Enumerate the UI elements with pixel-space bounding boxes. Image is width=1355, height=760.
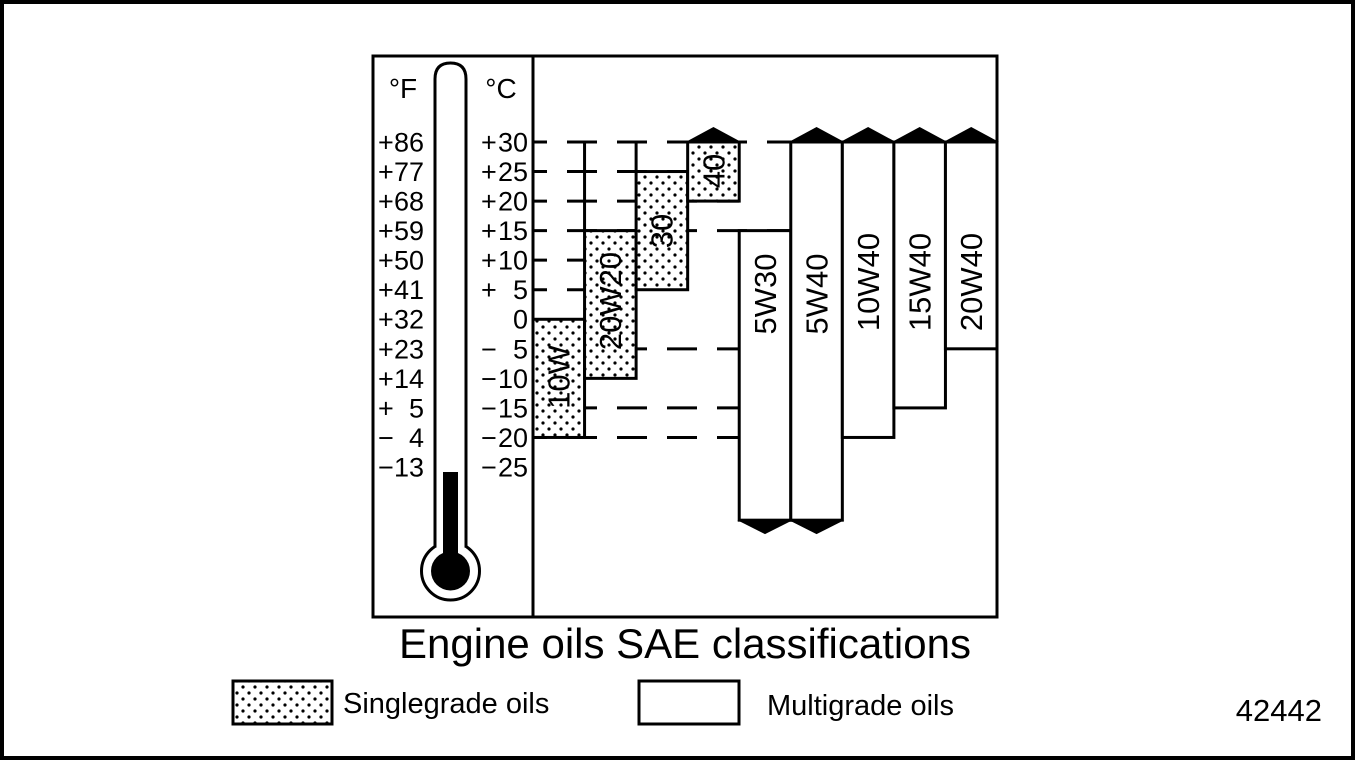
c-scale-value-25: 25	[498, 157, 528, 187]
c-scale-sign--20: −	[481, 423, 497, 453]
f-scale-value--10: 14	[394, 364, 424, 394]
c-scale-sign-30: +	[481, 127, 497, 157]
c-scale-sign-5: +	[481, 275, 497, 305]
oil-bar-30	[634, 170, 690, 292]
oil-bar-label-20W20: 20W20	[593, 252, 628, 350]
f-scale-value-15: 59	[394, 216, 424, 246]
oil-bar-label-30: 30	[645, 214, 680, 248]
f-scale-value--20: 4	[409, 423, 424, 453]
f-scale-sign-5: +	[378, 275, 394, 305]
c-scale-value-0: 0	[513, 305, 528, 335]
c-scale-sign--25: −	[481, 452, 497, 482]
figure-number: 42442	[1236, 693, 1322, 728]
oil-bar-10W	[531, 317, 587, 439]
f-scale-sign-30: +	[378, 127, 394, 157]
f-scale-value--5: 23	[394, 334, 424, 364]
f-scale-value-10: 50	[394, 246, 424, 276]
oil-bar-label-40: 40	[696, 154, 731, 188]
legend-singlegrade-swatch	[231, 679, 334, 726]
arrow-down-icon-5W40	[788, 520, 845, 535]
c-scale-sign-20: +	[481, 187, 497, 217]
c-scale-sign-10: +	[481, 246, 497, 276]
c-scale-value--5: 5	[513, 334, 528, 364]
arrow-up-icon-5W40	[788, 127, 845, 142]
arrow-down-icon-5W30	[737, 520, 793, 535]
c-scale-value--25: 25	[498, 452, 528, 482]
oil-bar-label-10W40: 10W40	[851, 233, 886, 331]
f-scale-sign--15: +	[378, 393, 394, 423]
legend-singlegrade-label: Singlegrade oils	[343, 688, 549, 720]
oil-bar-40	[686, 140, 741, 203]
f-scale-sign--5: +	[378, 334, 394, 364]
thermometer-tube	[433, 61, 468, 547]
thermometer-mercury-bulb	[431, 551, 470, 591]
c-scale-value-30: 30	[498, 127, 528, 157]
f-scale-sign-20: +	[378, 187, 394, 217]
c-scale-value--20: 20	[498, 423, 528, 453]
f-scale-value-0: 32	[394, 305, 424, 335]
oil-bar-5W40	[789, 140, 844, 522]
oil-bar-10W40	[840, 140, 896, 439]
f-scale-sign--20: −	[378, 423, 394, 453]
fahrenheit-unit-label: °F	[389, 73, 417, 104]
arrow-up-icon-20W40	[943, 127, 999, 142]
f-scale-sign-0: +	[378, 305, 394, 335]
celsius-unit-label: °C	[485, 73, 516, 104]
legend: Singlegrade oils Multigrade oils	[231, 679, 954, 726]
oil-bar-15W40	[892, 140, 947, 410]
oil-bar-label-15W40: 15W40	[903, 233, 938, 331]
c-scale-value-5: 5	[513, 275, 528, 305]
chart-title: Engine oils SAE classifications	[399, 620, 971, 667]
thermometer-mercury-column	[443, 472, 458, 567]
f-scale-sign--10: +	[378, 364, 394, 394]
legend-multigrade-label: Multigrade oils	[767, 690, 954, 722]
c-scale-value-10: 10	[498, 246, 528, 276]
c-scale-sign-15: +	[481, 216, 497, 246]
f-scale-sign-25: +	[378, 157, 394, 187]
arrow-up-icon-10W40	[840, 127, 896, 142]
c-scale-sign--10: −	[481, 364, 497, 394]
f-scale-value-20: 68	[394, 187, 424, 217]
c-scale-sign-25: +	[481, 157, 497, 187]
f-scale-sign-15: +	[378, 216, 394, 246]
arrow-up-icon-15W40	[891, 127, 948, 142]
f-scale-value-30: 86	[394, 127, 424, 157]
c-scale-sign--5: −	[481, 334, 497, 364]
c-scale-value--15: 15	[498, 393, 528, 423]
thermometer	[420, 61, 481, 602]
oil-bar-20W20	[583, 229, 638, 380]
c-scale-value-20: 20	[498, 187, 528, 217]
f-scale-value--15: 5	[409, 393, 424, 423]
oil-bar-label-5W30: 5W30	[748, 254, 783, 335]
f-scale-value--25: 13	[394, 452, 424, 482]
legend-multigrade-swatch	[637, 679, 741, 726]
c-scale-value-15: 15	[498, 216, 528, 246]
oil-bars: 10W 20W20 30 40 5W30 5W40 10W40 15W40 20W40	[531, 127, 999, 535]
f-scale-value-5: 41	[394, 275, 424, 305]
c-scale-value--10: 10	[498, 364, 528, 394]
oil-bar-label-10W: 10W	[542, 344, 577, 408]
f-scale-sign-10: +	[378, 246, 394, 276]
f-scale-value-25: 77	[394, 157, 424, 187]
oil-bar-5W30	[737, 229, 793, 522]
oil-bar-label-20W40: 20W40	[954, 233, 989, 331]
oil-bar-label-5W40: 5W40	[799, 254, 834, 335]
f-scale-sign--25: −	[378, 452, 394, 482]
arrow-up-icon-40	[685, 127, 742, 142]
c-scale-sign--15: −	[481, 393, 497, 423]
